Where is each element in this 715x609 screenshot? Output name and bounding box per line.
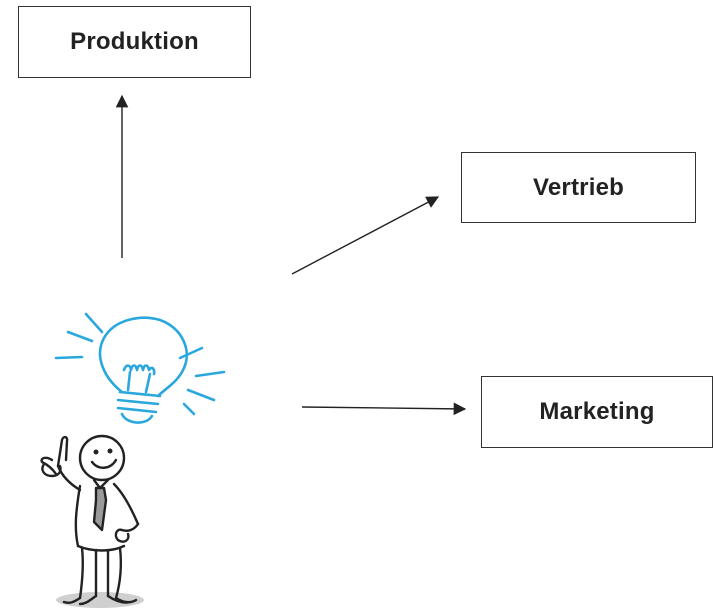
- marketing-label: Marketing: [539, 398, 655, 425]
- thinking-person-icon: [40, 434, 144, 608]
- marketing-box: Marketing: [481, 376, 713, 448]
- produktion-label: Produktion: [70, 28, 199, 55]
- vertrieb-box: Vertrieb: [461, 152, 696, 223]
- arrow-to-marketing: [301, 402, 467, 416]
- arrow-to-vertrieb: [291, 196, 440, 275]
- lightbulb-icon: [54, 312, 226, 424]
- vertrieb-label: Vertrieb: [533, 173, 624, 201]
- produktion-box: Produktion: [18, 6, 251, 78]
